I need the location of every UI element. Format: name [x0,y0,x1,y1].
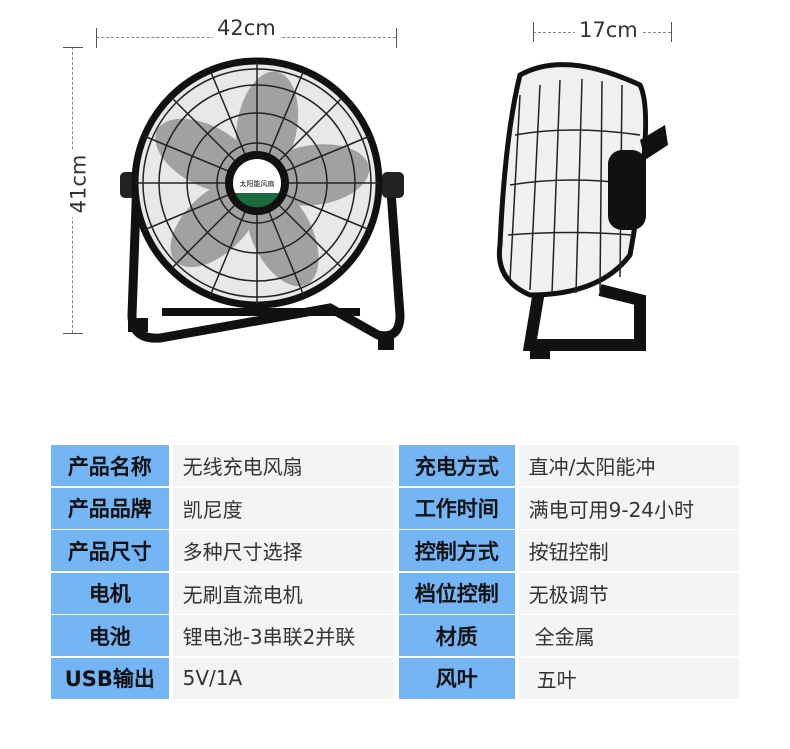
spec-label: 产品品牌 [51,487,169,529]
spec-row: 产品尺寸 多种尺寸选择 控制方式 按钮控制 [51,530,739,571]
spec-value: 多种尺寸选择 [172,530,393,571]
spec-label: 电池 [51,615,169,656]
fan-side-image [496,62,668,359]
spec-row: 电机 无刷直流电机 档位控制 无极调节 [51,572,739,614]
dimension-tick [63,333,83,334]
spec-value: 全金属 [518,615,739,656]
spec-value: 5V/1A [172,657,393,699]
spec-value: 无刷直流电机 [172,572,393,614]
fan-front-image: 太阳能风扇 [120,57,405,350]
spec-label: 产品名称 [51,445,169,486]
dimension-tick [533,22,534,42]
spec-label: 风叶 [398,657,515,699]
spec-value: 凯尼度 [172,487,393,529]
spec-label: 工作时间 [399,487,515,529]
spec-label: 电机 [51,572,169,614]
dimension-tick [671,22,672,42]
spec-value: 直冲/太阳能冲 [518,445,739,486]
dimension-tick [96,28,97,48]
spec-row: 电池 锂电池-3串联2并联 材质 全金属 [51,615,739,656]
spec-label: 档位控制 [399,572,515,614]
spec-value: 锂电池-3串联2并联 [172,615,393,656]
spec-row: USB输出 5V/1A 风叶 五叶 [51,657,739,699]
spec-row: 产品品牌 凯尼度 工作时间 满电可用9-24小时 [51,487,739,529]
width-label: 42cm [213,16,280,40]
spec-table: 产品名称 无线充电风扇 充电方式 直冲/太阳能冲 产品品牌 凯尼度 工作时间 满… [51,445,739,700]
dimension-tick [396,28,397,48]
spec-value: 按钮控制 [518,530,739,571]
spec-label: 材质 [398,615,515,656]
height-label: 41cm [66,150,91,218]
dimension-tick [63,47,83,48]
badge-logo-text: 太阳能风扇 [240,179,275,188]
depth-label: 17cm [575,18,642,42]
spec-label: 产品尺寸 [51,530,169,571]
spec-value: 无线充电风扇 [172,445,393,486]
spec-row: 产品名称 无线充电风扇 充电方式 直冲/太阳能冲 [51,445,739,486]
spec-value: 无极调节 [518,572,739,614]
spec-label: 控制方式 [399,530,515,571]
spec-value: 满电可用9-24小时 [518,487,739,529]
spec-label: USB输出 [51,657,169,699]
spec-label: 充电方式 [399,445,515,486]
spec-value: 五叶 [518,657,739,699]
